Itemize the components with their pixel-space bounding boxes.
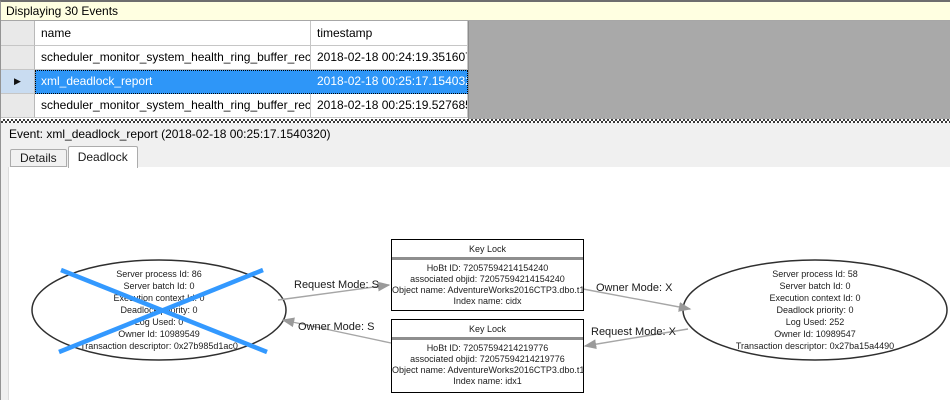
resource-node-key-lock-bottom: Key Lock HoBt ID: 72057594214219776 asso… xyxy=(391,319,584,393)
event-row[interactable]: scheduler_monitor_system_health_ring_buf… xyxy=(1,46,468,70)
victim-process-details: Server process Id: 86 Server batch Id: 0… xyxy=(80,269,238,351)
event-timestamp-cell[interactable]: 2018-02-18 00:25:19.5276859 xyxy=(311,94,468,118)
events-count-bar: Displaying 30 Events xyxy=(1,2,950,21)
edge-request-s xyxy=(277,281,391,301)
other-process-details: Server process Id: 58 Server batch Id: 0… xyxy=(735,269,895,351)
event-row-selected[interactable]: ▶ xml_deadlock_report 2018-02-18 00:25:1… xyxy=(1,70,468,94)
edge-owner-s xyxy=(281,317,392,344)
detail-tab-strip: Details Deadlock xyxy=(1,145,950,168)
event-name-cell[interactable]: xml_deadlock_report xyxy=(35,70,311,94)
resource-node-key-lock-top: Key Lock HoBt ID: 72057594214154240 asso… xyxy=(391,239,584,311)
edge-owner-x xyxy=(582,288,692,312)
grid-detail-splitter[interactable] xyxy=(1,119,950,123)
lock-details: HoBt ID: 72057594214154240 associated ob… xyxy=(392,263,585,306)
event-row[interactable]: scheduler_monitor_system_health_ring_buf… xyxy=(1,94,468,118)
selected-event-label: Event: xml_deadlock_report (2018-02-18 0… xyxy=(1,123,950,145)
edge-label-owner-s: Owner Mode: S xyxy=(298,321,375,333)
column-header-name[interactable]: name xyxy=(35,21,311,46)
edge-request-x xyxy=(583,328,689,350)
selected-row-marker-icon: ▶ xyxy=(14,76,21,86)
row-gutter[interactable] xyxy=(1,46,35,70)
column-header-timestamp[interactable]: timestamp xyxy=(311,21,468,46)
edge-label-request-x: Request Mode: X xyxy=(591,326,676,338)
row-gutter[interactable]: ▶ xyxy=(1,70,35,94)
lock-details: HoBt ID: 72057594214219776 associated ob… xyxy=(392,343,585,386)
grid-header-row: name timestamp xyxy=(1,21,468,46)
lock-title: Key Lock xyxy=(392,240,583,260)
event-timestamp-cell[interactable]: 2018-02-18 00:24:19.3516078 xyxy=(311,46,468,70)
events-grid-area: name timestamp scheduler_monitor_system_… xyxy=(1,21,950,119)
tab-page-left-margin xyxy=(1,167,9,400)
edge-label-request-s: Request Mode: S xyxy=(294,279,379,291)
event-name-cell[interactable]: scheduler_monitor_system_health_ring_buf… xyxy=(35,46,311,70)
lock-title: Key Lock xyxy=(392,320,583,340)
row-gutter[interactable] xyxy=(1,94,35,118)
grid-corner-cell xyxy=(1,21,35,46)
event-timestamp-cell[interactable]: 2018-02-18 00:25:17.1540320 xyxy=(311,70,468,94)
edge-label-owner-x: Owner Mode: X xyxy=(596,282,673,294)
event-name-cell[interactable]: scheduler_monitor_system_health_ring_buf… xyxy=(35,94,311,118)
events-grid: name timestamp scheduler_monitor_system_… xyxy=(1,21,469,119)
deadlock-graph-canvas: Server process Id: 86 Server batch Id: 0… xyxy=(1,167,950,400)
tab-details[interactable]: Details xyxy=(10,149,67,167)
tab-deadlock[interactable]: Deadlock xyxy=(67,146,138,168)
